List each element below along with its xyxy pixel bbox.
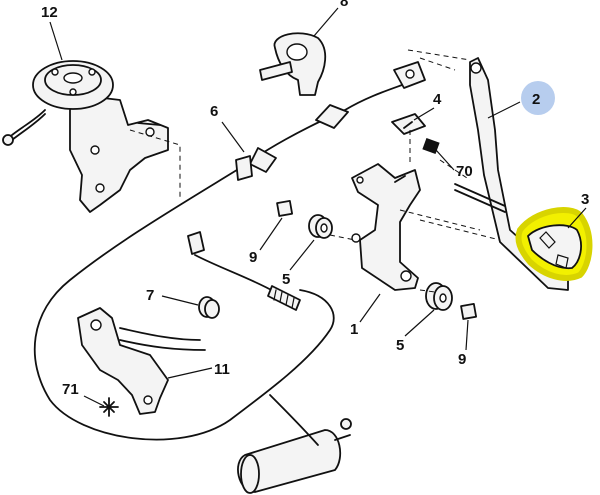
part-8-grommet bbox=[259, 32, 327, 96]
part-11-cable-bracket bbox=[77, 307, 206, 415]
callout-1-label: 1 bbox=[350, 321, 358, 338]
callout-71-label: 71 bbox=[62, 381, 79, 398]
inline-filter bbox=[237, 394, 352, 494]
part-6-cable bbox=[33, 61, 426, 441]
callout-5-upper: 5 bbox=[282, 239, 315, 288]
part-1-bracket bbox=[351, 163, 421, 291]
badge-highlight bbox=[521, 81, 555, 115]
callout-6: 6 bbox=[210, 103, 245, 153]
part-7-cable-end bbox=[187, 231, 301, 319]
callout-12: 12 bbox=[41, 4, 63, 61]
callout-8-label: 8 bbox=[340, 0, 348, 10]
callout-3: 3 bbox=[567, 191, 589, 229]
part-5-bushing-upper bbox=[308, 214, 333, 239]
callout-6-label: 6 bbox=[210, 103, 218, 120]
part-9-washer-lower bbox=[460, 302, 478, 320]
part-5-bushing-lower bbox=[425, 282, 453, 311]
callout-71: 71 bbox=[62, 381, 105, 407]
part-12-mount-plate bbox=[2, 60, 169, 213]
callout-4-label: 4 bbox=[433, 91, 442, 108]
callout-7-label: 7 bbox=[146, 287, 154, 304]
callout-7: 7 bbox=[146, 287, 199, 306]
callout-2-label: 2 bbox=[532, 91, 540, 108]
part-3-pedal-pad[interactable] bbox=[515, 207, 593, 281]
callout-1: 1 bbox=[350, 293, 381, 338]
callout-11: 11 bbox=[167, 361, 230, 379]
callout-5b-label: 5 bbox=[396, 337, 404, 354]
assembly-lines bbox=[129, 49, 501, 293]
callout-70-label: 70 bbox=[456, 163, 473, 180]
callout-2: 2 bbox=[487, 81, 555, 119]
callout-4: 4 bbox=[413, 91, 442, 121]
callout-9-lower: 9 bbox=[458, 319, 469, 368]
callout-9b-label: 9 bbox=[458, 351, 466, 368]
callout-9-upper: 9 bbox=[249, 217, 283, 266]
callout-8: 8 bbox=[313, 0, 348, 37]
callout-9a-label: 9 bbox=[249, 249, 257, 266]
callout-5a-label: 5 bbox=[282, 271, 290, 288]
callout-11-label: 11 bbox=[214, 361, 230, 378]
callout-5-lower: 5 bbox=[396, 309, 435, 354]
part-70-spring-clip bbox=[422, 137, 440, 155]
part-9-washer-upper bbox=[276, 199, 294, 217]
callout-70: 70 bbox=[435, 149, 473, 180]
part-71-screw bbox=[99, 397, 119, 417]
callout-12-label: 12 bbox=[41, 4, 58, 21]
callout-3-label: 3 bbox=[581, 191, 589, 208]
